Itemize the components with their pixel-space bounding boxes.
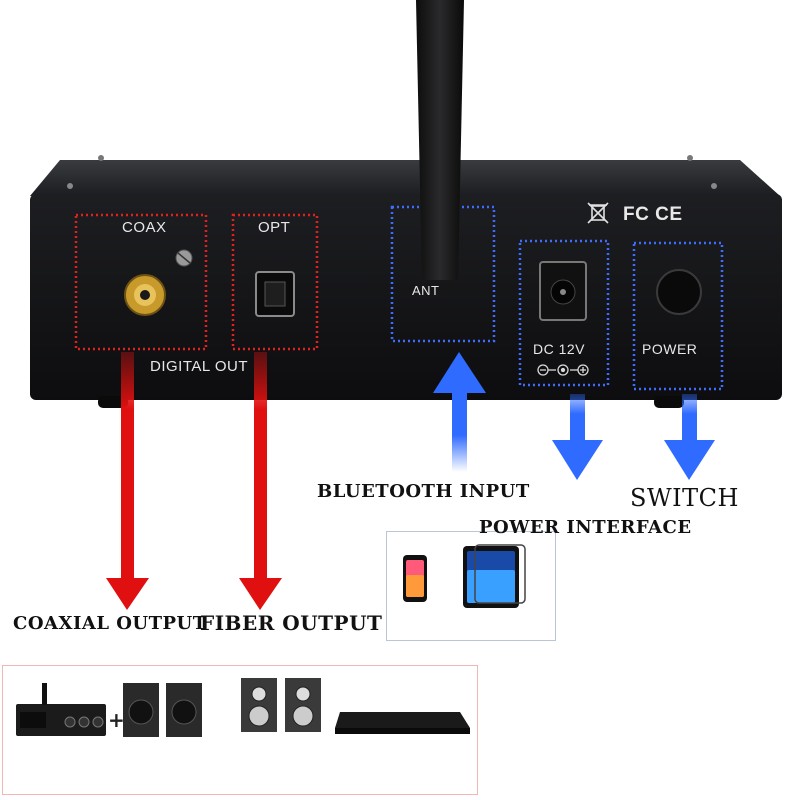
device-foot-left (98, 396, 128, 408)
devices-illustration (403, 544, 526, 608)
device-rear-panel (30, 194, 782, 400)
weee-bin-icon (587, 202, 609, 224)
dc-label: DC 12V (533, 341, 586, 357)
bookshelf-speakers-icon (241, 678, 321, 732)
switch-arrow (664, 394, 715, 480)
speaker-pair-icon (123, 683, 202, 737)
accessory-strip: + (16, 678, 470, 737)
fiber-output-callout: FIBER OUTPUT (200, 611, 383, 635)
screw (687, 155, 693, 161)
antenna (416, 0, 464, 280)
opt-highlight-box (231, 213, 319, 351)
source-devices-frame (386, 531, 556, 641)
coaxial-output-callout: COAXIAL OUTPUT (13, 613, 207, 634)
dac-device (30, 0, 782, 408)
coax-label: COAX (122, 219, 167, 236)
power-button[interactable] (656, 269, 702, 315)
power-interface-callout: POWER INTERFACE (479, 517, 692, 538)
power-interface-arrow (552, 394, 603, 480)
power-label: POWER (642, 341, 698, 357)
device-top-surface (30, 160, 780, 196)
power-highlight-box (632, 241, 724, 391)
screw (711, 183, 717, 189)
receiver-icon (335, 712, 470, 734)
accessories-frame (2, 665, 478, 795)
amplifier-icon (16, 683, 106, 736)
bluetooth-input-arrow (433, 352, 486, 472)
digital-out-label: DIGITAL OUT (150, 358, 249, 375)
dc-highlight-box (518, 239, 610, 387)
coaxial-output-arrow (106, 352, 149, 610)
bluetooth-input-callout: BLUETOOTH INPUT (317, 481, 530, 502)
switch-callout: SWITCH (630, 484, 739, 512)
ant-label: ANT (412, 283, 440, 298)
coax-jack-pin (140, 290, 150, 300)
coax-highlight-box (74, 213, 208, 351)
cert-label: FC CE (623, 204, 683, 225)
opt-label: OPT (258, 219, 291, 236)
plus-icon: + (108, 708, 125, 732)
polarity-icon (537, 364, 589, 376)
screw (98, 155, 104, 161)
screw (67, 183, 73, 189)
fiber-output-arrow (239, 352, 282, 610)
device-foot-right (654, 396, 684, 408)
